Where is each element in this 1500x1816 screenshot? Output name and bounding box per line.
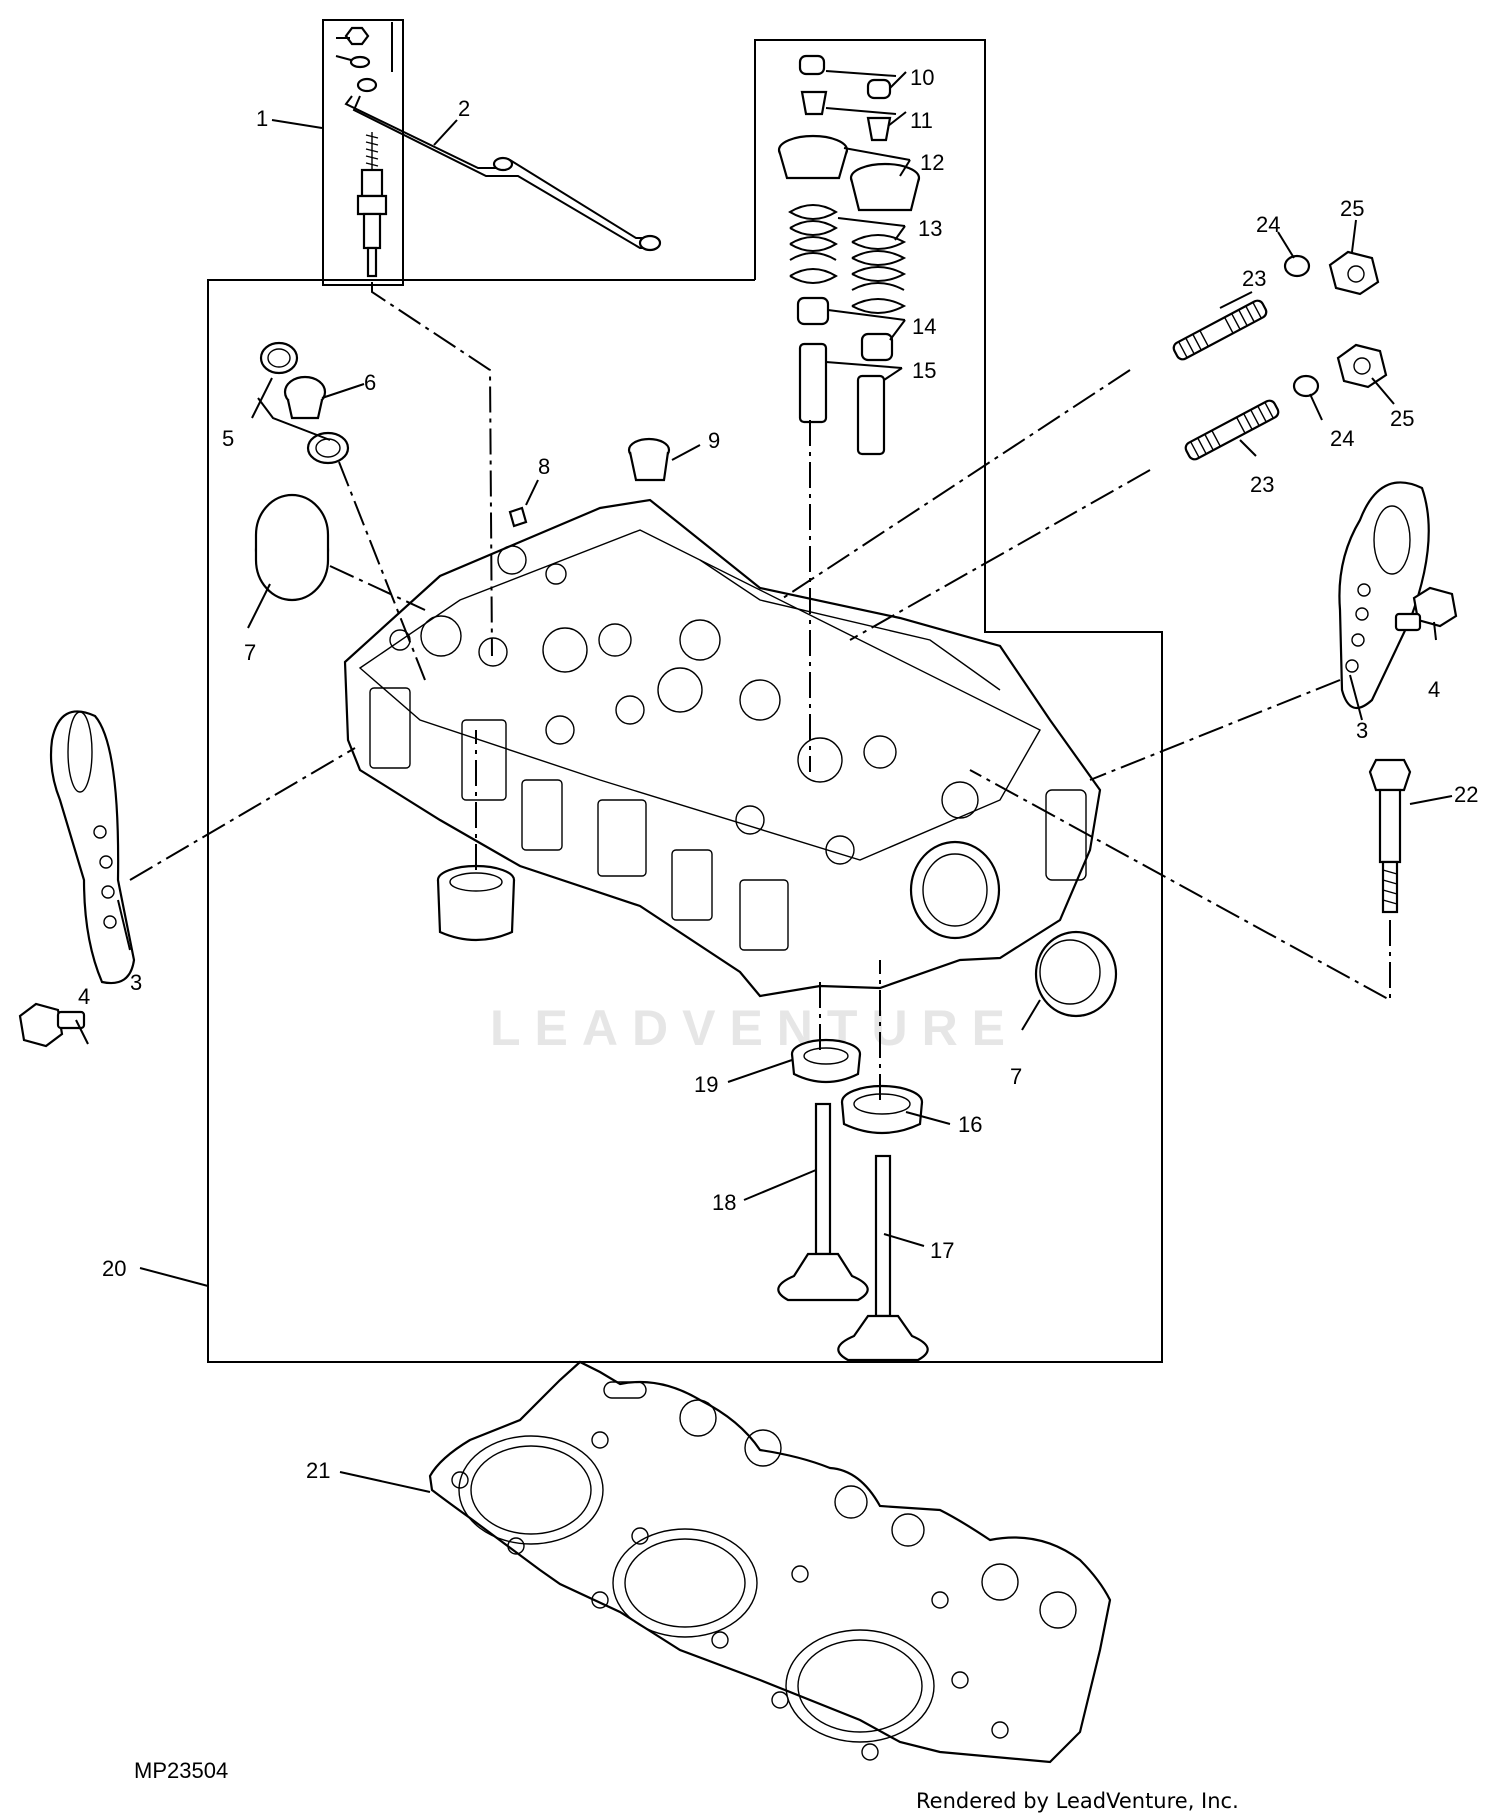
callout-22: 22 — [1454, 782, 1478, 807]
alignment-lines — [129, 282, 1391, 1100]
callout-11: 11 — [910, 108, 933, 133]
callout-23-top: 23 — [1242, 266, 1266, 291]
studs-and-nuts — [1172, 250, 1388, 461]
glow-plug-part — [335, 22, 393, 278]
leader-lines — [75, 119, 1453, 1493]
glow-plug-inset-box — [322, 19, 404, 286]
bolt-left — [18, 1002, 86, 1048]
callout-21: 21 — [306, 1458, 330, 1483]
callout-4-left: 4 — [78, 984, 90, 1009]
callout-3-right: 3 — [1356, 718, 1368, 743]
callout-16: 16 — [958, 1112, 982, 1137]
callout-24-top: 24 — [1256, 212, 1280, 237]
head-gasket — [428, 1360, 1112, 1764]
cylinder-head-body — [343, 498, 1102, 998]
callout-9: 9 — [708, 428, 720, 453]
lifting-hook-left — [49, 710, 136, 985]
cylinder-head-assembly-outline — [207, 19, 1163, 1363]
render-credit: Rendered by LeadVenture, Inc. — [916, 1789, 1239, 1813]
callout-25-top: 25 — [1340, 196, 1364, 221]
callout-4-right: 4 — [1428, 677, 1440, 702]
callout-12: 12 — [920, 150, 944, 175]
callout-19: 19 — [694, 1072, 718, 1097]
callout-5: 5 — [222, 426, 234, 451]
callout-18: 18 — [712, 1190, 736, 1215]
figure-code: MP23504 — [134, 1758, 228, 1783]
callout-15: 15 — [912, 358, 936, 383]
callout-20: 20 — [102, 1256, 126, 1281]
callouts: 1 2 3 3 4 4 5 6 7 7 8 9 10 11 12 13 14 1… — [78, 65, 1478, 1483]
callout-10: 10 — [910, 65, 934, 90]
callout-25-bottom: 25 — [1390, 406, 1414, 431]
glow-plug-connector-part — [344, 95, 662, 252]
callout-8: 8 — [538, 454, 550, 479]
callout-14: 14 — [912, 314, 936, 339]
valve-train-parts — [777, 54, 921, 456]
callout-7-left: 7 — [244, 640, 256, 665]
callout-1: 1 — [256, 106, 268, 131]
callout-24-bottom: 24 — [1330, 426, 1354, 451]
watermark: LEADVENTURE — [490, 1000, 1019, 1056]
valve-seats-and-valves — [436, 864, 1118, 1362]
callout-23-bottom: 23 — [1250, 472, 1274, 497]
head-bolt — [1368, 758, 1412, 914]
callout-3-left: 3 — [130, 970, 142, 995]
bolt-right — [1394, 586, 1458, 632]
lifting-hook-right — [1338, 481, 1430, 710]
callout-2: 2 — [458, 96, 470, 121]
plugs-and-caps — [254, 341, 671, 602]
callout-7-right: 7 — [1010, 1064, 1022, 1089]
callout-13: 13 — [918, 216, 942, 241]
callout-6: 6 — [364, 370, 376, 395]
callout-17: 17 — [930, 1238, 954, 1263]
